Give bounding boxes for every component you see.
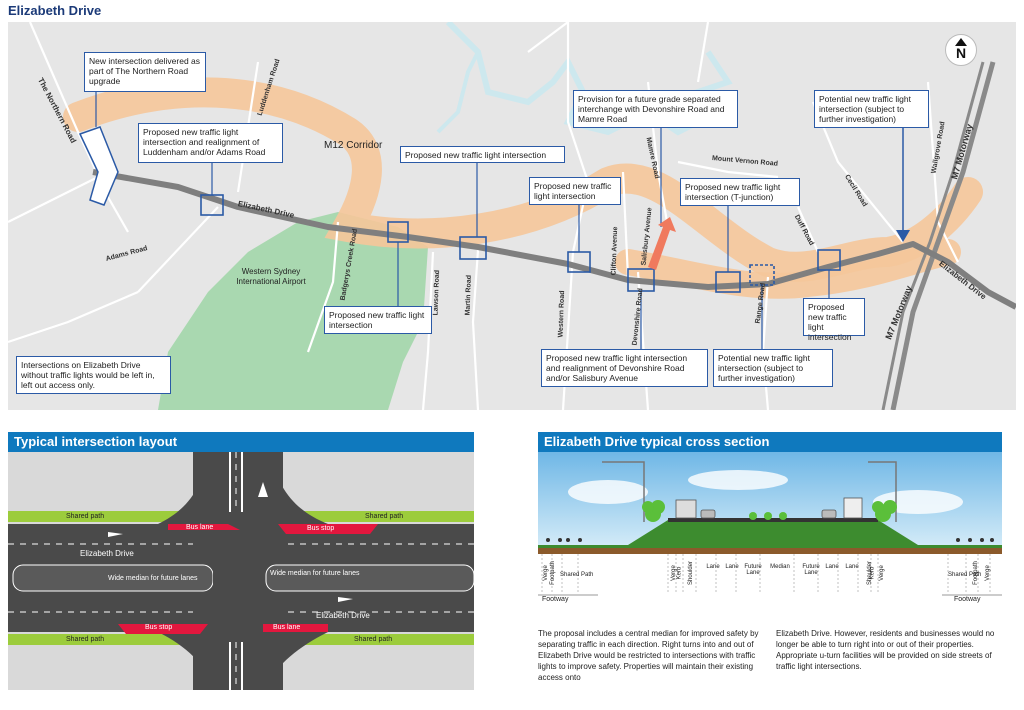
label-bus-lane-bottom: Bus lane	[273, 624, 301, 631]
label-median-left: Wide median for future lanes	[108, 575, 198, 582]
truck-right	[843, 497, 863, 519]
cecil-arrow-head	[896, 230, 910, 242]
callout-badgerys: Proposed new traffic light intersection	[324, 306, 432, 334]
north-arrow-icon: N	[945, 34, 977, 66]
grade-separated-arrow	[648, 217, 676, 270]
intersection-panel-title: Typical intersection layout	[8, 432, 474, 452]
streetlight-right	[868, 461, 897, 522]
north-label: N	[955, 45, 967, 61]
label-bus-stop-top: Bus stop	[307, 525, 335, 532]
xs-left-footpath: Footpath	[549, 561, 556, 585]
median-right	[265, 564, 474, 592]
car-left	[700, 509, 716, 519]
callout-left-in-left-out: Intersections on Elizabeth Drive without…	[16, 356, 171, 394]
xs-lane-label: Shoulder	[688, 560, 695, 586]
map: The Northern Road Luddenham Road Elizabe…	[8, 22, 1016, 410]
cross-section-graphic	[538, 452, 1002, 608]
northern-road-shape	[78, 126, 119, 206]
bus-lane-bottom	[263, 624, 328, 632]
callout-duff: Proposed new traffic light intersection	[803, 298, 865, 342]
road-label-martin: Martin Road	[464, 274, 473, 316]
truck-left	[675, 499, 697, 519]
m12-corridor-lower	[615, 239, 961, 299]
callout-luddenham: Proposed new traffic light intersection …	[138, 123, 283, 163]
label-shared-path-tl: Shared path	[66, 513, 105, 520]
shared-path-bottom-right	[283, 634, 474, 645]
shared-path-top-left	[8, 511, 208, 522]
xs-footway-left: Footway	[542, 596, 569, 603]
car-right	[821, 509, 837, 519]
xs-right-shared-path: Shared Path	[948, 572, 982, 578]
xs-lane-label: Lane	[706, 564, 720, 570]
m12-corridor-label: M12 Corridor	[324, 140, 383, 151]
m7-motorway	[890, 61, 996, 410]
xs-left-shared-path: Shared Path	[560, 572, 594, 578]
intersection-martin	[459, 236, 487, 260]
xs-lane-label: Verge	[878, 565, 885, 581]
elizabeth-drive-road	[92, 169, 1016, 310]
creek-2	[436, 51, 480, 134]
cross-section-panel-title: Elizabeth Drive typical cross section	[538, 432, 1002, 452]
label-elizabeth-drive-right: Elizabeth Drive	[316, 611, 370, 620]
xs-lane-label: Median	[770, 564, 790, 570]
bus-stop-top	[278, 524, 378, 534]
callout-cecil: Potential new traffic light intersection…	[814, 90, 929, 128]
callout-western: Proposed new traffic light intersection	[529, 177, 621, 205]
label-shared-path-tr: Shared path	[365, 513, 404, 520]
bus-stop-bottom	[118, 624, 208, 634]
callout-martin: Proposed new traffic light intersection	[400, 146, 565, 163]
xs-lane-label: Lane	[825, 564, 839, 570]
callout-devonshire: Proposed new traffic light intersection …	[541, 349, 708, 387]
bus-lane-top	[168, 524, 240, 530]
streetlight-left	[602, 461, 645, 522]
callout-grade-separated: Provision for a future grade separated i…	[573, 90, 738, 128]
callout-northern-road: New intersection delivered as part of Th…	[84, 52, 206, 92]
xs-lane-label: Lane	[725, 564, 739, 570]
xs-lane-label: Kerb	[676, 566, 683, 580]
xs-lane-label: Lane	[845, 564, 859, 570]
xs-right-verge: Verge	[984, 565, 991, 581]
xs-left-verge: Verge	[542, 565, 549, 581]
label-elizabeth-drive-left: Elizabeth Drive	[80, 549, 134, 558]
label-shared-path-bl: Shared path	[66, 636, 105, 643]
road-surface	[668, 518, 878, 522]
label-median-right: Wide median for future lanes	[270, 570, 360, 577]
label-bus-lane-top: Bus lane	[186, 524, 214, 531]
label-bus-stop-bottom: Bus stop	[145, 624, 173, 631]
body-text-col1: The proposal includes a central median f…	[538, 629, 759, 682]
green-area	[158, 212, 428, 410]
callout-t-junction: Proposed new traffic light intersection …	[680, 178, 800, 206]
callout-range: Potential new traffic light intersection…	[713, 349, 833, 387]
airport-label: Western Sydney International Airport	[236, 267, 306, 286]
label-shared-path-br: Shared path	[354, 636, 393, 643]
xs-lane-label: Kerb	[869, 566, 876, 580]
shared-path-bottom-left	[8, 634, 208, 645]
intersection-graphic	[8, 452, 474, 690]
xs-footway-right: Footway	[954, 596, 981, 603]
body-text-col2: Elizabeth Drive. However, residents and …	[776, 629, 995, 671]
xs-lane-label: Future Lane	[802, 564, 820, 576]
intersection-diagram: Shared path Shared path Shared path Shar…	[8, 452, 474, 690]
page-title: Elizabeth Drive	[8, 3, 102, 18]
xs-lane-label: Future Lane	[744, 564, 762, 576]
shared-path-top-right	[283, 511, 474, 522]
xs-right-footpath: Footpath	[972, 561, 979, 585]
